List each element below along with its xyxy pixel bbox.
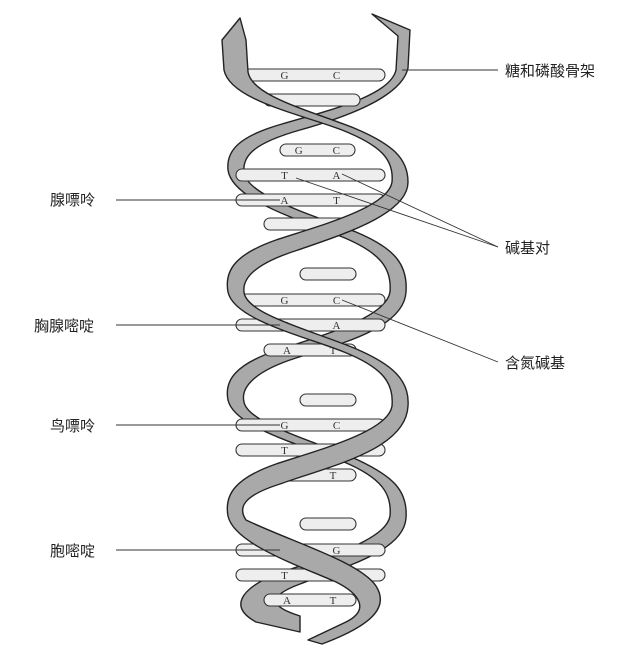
base-letter-left: A xyxy=(281,195,289,207)
rung-bar xyxy=(300,394,356,406)
rung-bar xyxy=(300,518,356,530)
base-letter-right: T xyxy=(330,470,337,482)
base-letter-right: A xyxy=(333,170,341,182)
base-letter-right: C xyxy=(333,70,340,82)
base-letter-left: T xyxy=(281,570,288,582)
base-letter-right: G xyxy=(333,545,341,557)
base-letter-right: A xyxy=(333,320,341,332)
base-letter-right: C xyxy=(333,420,340,432)
thymine-label: 胸腺嘧啶 xyxy=(34,317,94,335)
rung-bar xyxy=(236,294,385,306)
base-letter-right: C xyxy=(333,145,340,157)
base-letter-left: G xyxy=(295,145,303,157)
base-letter-left: G xyxy=(281,420,289,432)
rung-bar xyxy=(280,144,355,156)
rung-bar xyxy=(236,169,385,181)
guanine-label: 鸟嘌呤 xyxy=(50,417,95,435)
base-pair-label: 碱基对 xyxy=(505,239,550,257)
base-letter-left: T xyxy=(281,445,288,457)
cytosine-label: 胞嘧啶 xyxy=(50,542,95,560)
backbone-label: 糖和磷酸骨架 xyxy=(505,62,595,80)
base-letter-right: T xyxy=(333,195,340,207)
adenine-label: 腺嘌呤 xyxy=(50,191,95,209)
nitrogenous-base-label: 含氮碱基 xyxy=(505,354,565,372)
base-pair-rung: TA xyxy=(236,319,385,332)
rung-bar xyxy=(236,69,385,81)
base-letter-right: C xyxy=(333,295,340,307)
base-letter-left: A xyxy=(283,345,291,357)
base-letter-left: A xyxy=(283,595,291,607)
base-letter-left: G xyxy=(281,70,289,82)
base-pair-rung xyxy=(300,518,356,530)
rung-bar xyxy=(300,268,356,280)
base-pair-rung xyxy=(300,268,356,280)
base-letter-left: G xyxy=(281,295,289,307)
base-pair-rung xyxy=(300,394,356,406)
base-letter-right: T xyxy=(330,595,337,607)
rung-bar xyxy=(264,594,356,606)
base-letter-left: T xyxy=(281,170,288,182)
